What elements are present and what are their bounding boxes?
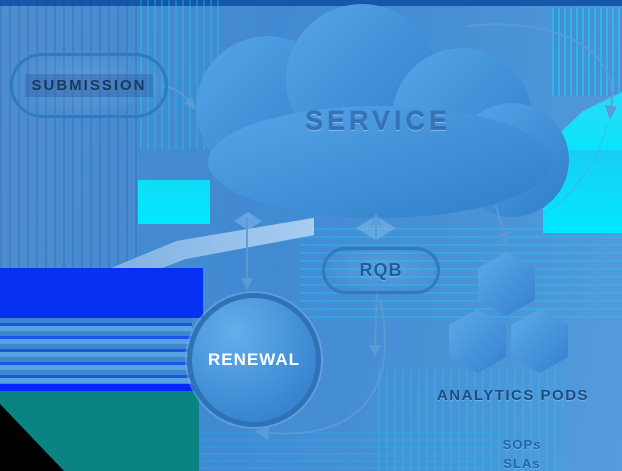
bg-stripes-left-low	[0, 318, 192, 388]
bg-stripes-bottom-middle	[378, 370, 563, 471]
arrow-rqb-to-renewal-curve	[269, 299, 387, 435]
bg-stripes-bottom	[200, 432, 500, 471]
sops-label: SOPs	[502, 437, 542, 452]
slas-label: SLAs	[503, 456, 541, 471]
submission-label: SUBMISSION	[25, 74, 153, 97]
arrowhead-to-renewal-icon	[241, 278, 253, 290]
bg-top-strip	[0, 0, 622, 6]
arrow-loop-tail	[527, 123, 608, 225]
arrowhead-up-rqb-icon	[370, 213, 382, 225]
arrowhead-loop-down-icon	[605, 105, 617, 120]
bg-cyan-patch-left	[138, 180, 210, 224]
arrowheads	[184, 97, 617, 440]
service-label: SERVICE	[304, 106, 452, 136]
analytics-pods-label: ANALYTICS PODS	[436, 387, 590, 404]
rqb-node: RQB	[322, 247, 440, 294]
arrow-service-to-pods	[495, 205, 506, 237]
arrowhead-to-service-icon	[184, 97, 196, 110]
submission-node: SUBMISSION	[10, 53, 168, 118]
arrow-rqb-down	[374, 290, 378, 349]
arrowhead-curve-to-renewal-icon	[255, 427, 269, 440]
bg-blue-line	[0, 384, 197, 391]
renewal-label: RENEWAL	[208, 350, 300, 369]
service-cloud-shape	[196, 4, 569, 218]
arrowhead-rqb-down-icon	[369, 345, 381, 357]
arrow-service-loop-right	[467, 23, 614, 109]
bg-stripes-far-left	[0, 0, 140, 285]
rqb-label: RQB	[359, 260, 403, 280]
bg-bright-blue-band	[0, 268, 203, 318]
arrowhead-to-pods-icon	[499, 231, 509, 245]
renewal-node: RENEWAL	[187, 293, 321, 427]
